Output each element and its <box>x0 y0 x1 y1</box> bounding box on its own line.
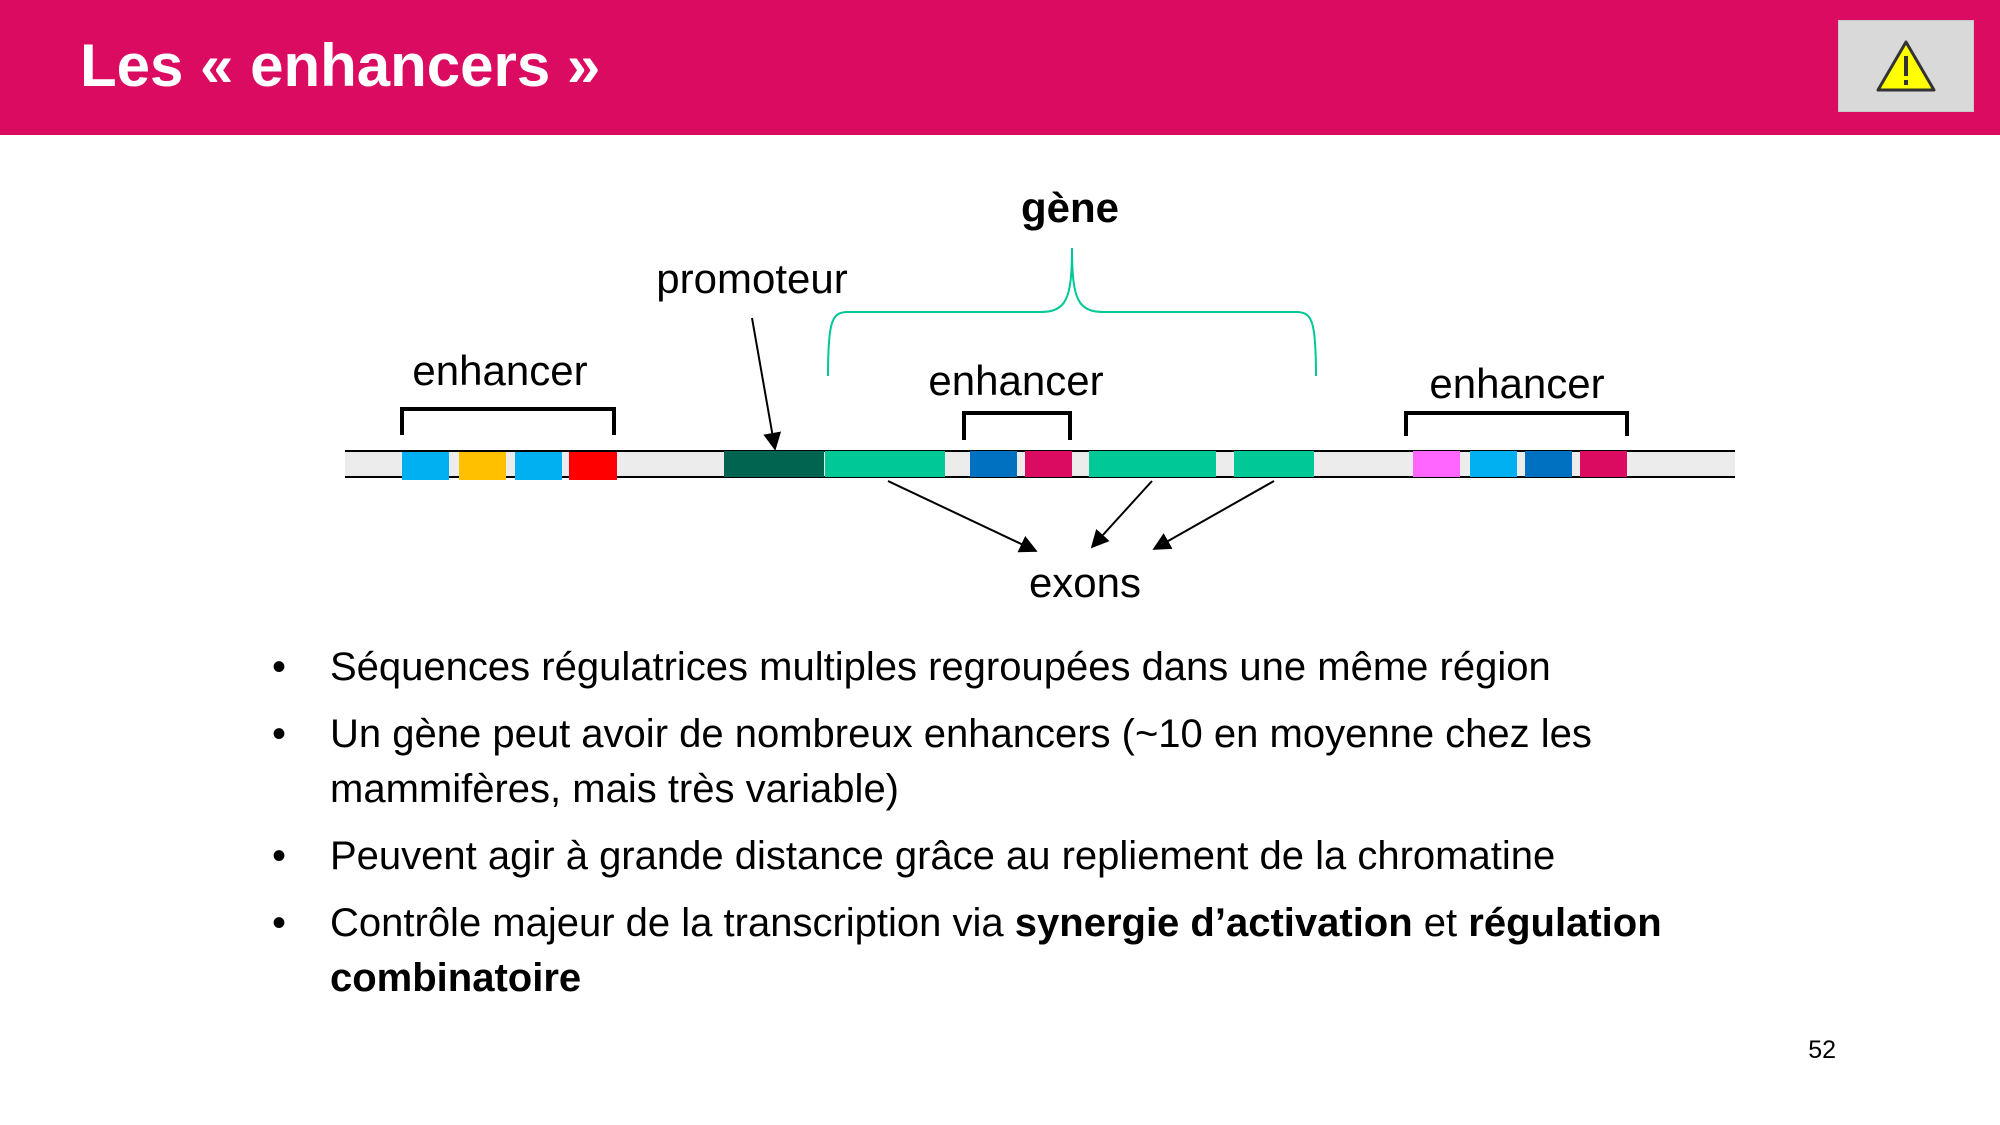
exon-arrow-1 <box>887 480 1038 553</box>
right-enhancer-segment-3 <box>1525 451 1572 477</box>
left-enhancer-bracket <box>400 407 616 435</box>
bullet-bold-combinatorial: régulation combinatoire <box>330 901 1662 1000</box>
middle-enhancer-segment-1 <box>970 451 1017 477</box>
warning-button[interactable] <box>1838 20 1974 112</box>
bullet-item: Peuvent agir à grande distance grâce au … <box>272 829 1832 884</box>
middle-enhancer-segment-2 <box>1025 451 1072 477</box>
slide-title: Les « enhancers » <box>80 32 601 99</box>
bullet-text-pre: Contrôle majeur de la transcription via <box>330 901 1015 945</box>
bullet-bold-synergy: synergie d’activation <box>1014 901 1413 945</box>
promoter-label: promoteur <box>656 255 847 302</box>
promoter-arrow <box>751 317 782 451</box>
exon-arrow-2 <box>1090 480 1153 549</box>
bullet-text: Séquences régulatrices multiples regroup… <box>330 645 1551 689</box>
right-enhancer-bracket <box>1404 411 1629 436</box>
exon-1 <box>825 451 945 477</box>
left-enhancer-segment-2 <box>459 452 506 480</box>
page-number: 52 <box>1808 1036 1836 1064</box>
slide-header: Les « enhancers » <box>0 0 2000 135</box>
right-enhancer-segment-1 <box>1413 451 1460 477</box>
middle-enhancer-bracket <box>962 411 1072 440</box>
gene-brace <box>827 247 1317 377</box>
left-enhancer-segment-4 <box>569 452 617 480</box>
gene-diagram: gène promoteur enhancer enhancer enhance… <box>345 184 1735 606</box>
bullet-item: Séquences régulatrices multiples regroup… <box>272 640 1832 695</box>
bullet-text: Peuvent agir à grande distance grâce au … <box>330 834 1556 878</box>
gene-label: gène <box>1021 184 1119 231</box>
exons-label: exons <box>1029 559 1141 606</box>
bullet-item: Un gène peut avoir de nombreux enhancers… <box>272 707 1832 817</box>
right-enhancer-segment-4 <box>1580 451 1627 477</box>
enhancer-left-label: enhancer <box>412 347 587 394</box>
warning-triangle-icon <box>1876 40 1936 92</box>
left-enhancer-segment-1 <box>402 452 449 480</box>
promoter-block <box>724 451 824 477</box>
exon-arrow-3 <box>1152 480 1275 550</box>
exon-2 <box>1089 451 1216 477</box>
enhancer-right-label: enhancer <box>1429 360 1604 407</box>
bullet-item: Contrôle majeur de la transcription via … <box>272 896 1832 1006</box>
right-enhancer-segment-2 <box>1470 451 1517 477</box>
bullet-list: Séquences régulatrices multiples regroup… <box>272 640 1832 1018</box>
bullet-text-mid: et <box>1412 901 1469 945</box>
exon-3 <box>1234 451 1314 477</box>
left-enhancer-segment-3 <box>515 452 562 480</box>
enhancer-middle-label: enhancer <box>928 357 1103 404</box>
bullet-text: Un gène peut avoir de nombreux enhancers… <box>330 712 1592 811</box>
